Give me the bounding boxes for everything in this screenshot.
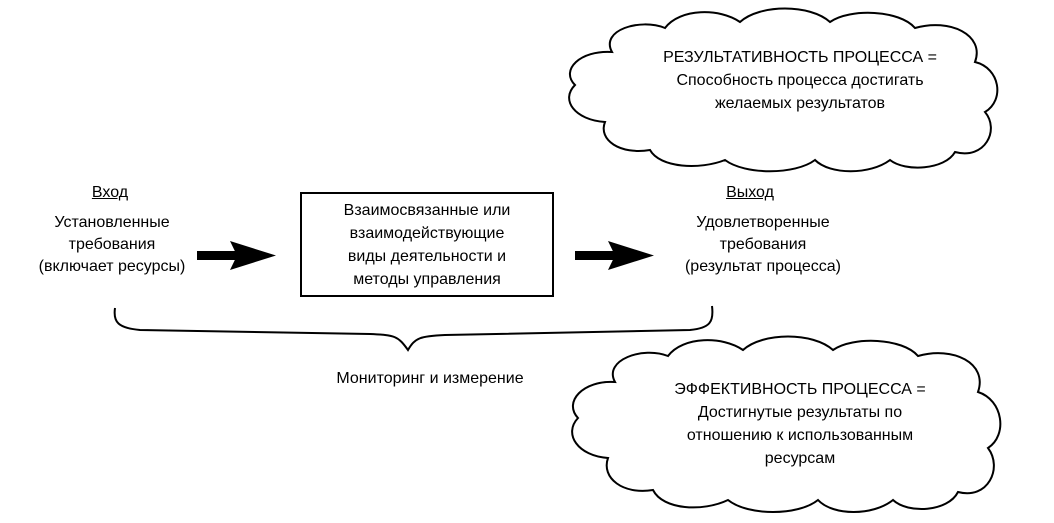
output-text: Удовлетворенные требования (результат пр… (658, 212, 868, 278)
output-label: Выход (726, 184, 774, 201)
efficiency-cloud-shape (571, 335, 1002, 513)
efficiency-cloud-text: ЭФФЕКТИВНОСТЬ ПРОЦЕССА = Достигнутые рез… (600, 378, 1000, 470)
process-line-2: взаимодействующие (349, 224, 505, 242)
process-line-4: методы управления (353, 270, 501, 288)
efficiency-line-1: ЭФФЕКТИВНОСТЬ ПРОЦЕССА = (674, 381, 926, 398)
efficiency-line-3: отношению к использованным (686, 427, 914, 444)
input-line-3: (включает ресурсы) (38, 258, 186, 275)
input-line-1: Установленные (54, 214, 170, 231)
output-line-1: Удовлетворенные (696, 214, 830, 231)
monitoring-brace (113, 305, 714, 352)
effectiveness-line-2: Способность процесса достигать (676, 72, 924, 89)
input-text: Установленные требования (включает ресур… (0, 212, 224, 278)
effectiveness-cloud-text: РЕЗУЛЬТАТИВНОСТЬ ПРОЦЕССА = Способность … (600, 46, 1000, 115)
process-text: Взаимосвязанные или взаимодействующие ви… (344, 199, 511, 291)
efficiency-line-4: ресурсам (764, 450, 836, 467)
output-line-3: (результат процесса) (684, 258, 842, 275)
input-label: Вход (91, 184, 129, 201)
process-line-1: Взаимосвязанные или (343, 201, 511, 219)
input-arrow (197, 241, 276, 270)
effectiveness-line-1: РЕЗУЛЬТАТИВНОСТЬ ПРОЦЕССА = (663, 49, 937, 66)
monitoring-label: Мониторинг и измерение (336, 370, 524, 387)
efficiency-line-2: Достигнутые результаты по (697, 404, 903, 421)
process-line-3: виды деятельности и (347, 247, 507, 265)
effectiveness-line-3: желаемых результатов (714, 95, 886, 112)
input-line-2: требования (68, 236, 156, 253)
effectiveness-cloud-shape (568, 7, 999, 173)
output-arrow (575, 241, 654, 270)
process-box: Взаимосвязанные или взаимодействующие ви… (300, 192, 554, 297)
output-line-2: требования (719, 236, 807, 253)
